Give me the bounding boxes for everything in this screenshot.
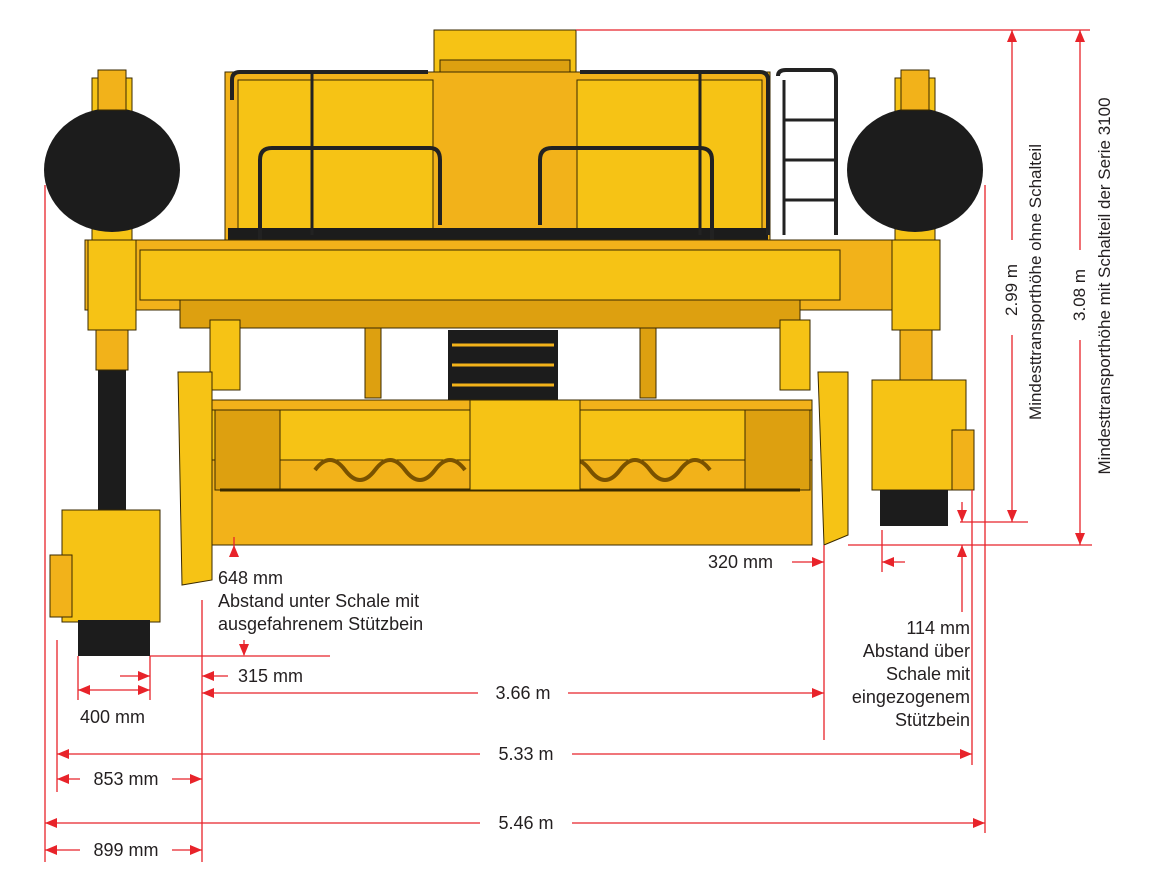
height-3-08-dimension xyxy=(848,30,1092,546)
label-height-2-99-caption: Mindesttransporthöhe ohne Schalteil xyxy=(1026,144,1045,420)
width-5-46-dimension xyxy=(45,818,985,828)
label-clearance-648: 648 mm xyxy=(218,568,283,588)
label-clearance-114: 114 mm xyxy=(906,618,970,638)
label-offset-853: 853 mm xyxy=(93,769,158,789)
paver-machine-illustration xyxy=(44,29,983,656)
label-clearance-114-line3: eingezogenem xyxy=(852,687,970,707)
label-clearance-114-line2: Schale mit xyxy=(886,664,970,684)
label-width-5-46: 5.46 m xyxy=(498,813,553,833)
label-offset-899: 899 mm xyxy=(93,840,158,860)
label-width-3-66: 3.66 m xyxy=(495,683,550,703)
label-height-3-08-caption: Mindesttransporthöhe mit Schalteil der S… xyxy=(1095,97,1114,474)
width-5-33-dimension xyxy=(57,749,972,759)
offset-899-dimension xyxy=(45,845,202,855)
label-height-3-08: 3.08 m xyxy=(1070,269,1089,321)
offset-320-dimension xyxy=(792,530,905,740)
clearance-648-dimension xyxy=(229,537,249,656)
offset-315-dimension xyxy=(150,655,330,681)
label-track-400: 400 mm xyxy=(80,707,145,727)
clearance-114-dimension xyxy=(957,502,967,612)
label-clearance-648-line2: ausgefahrenem Stützbein xyxy=(218,614,423,634)
label-width-5-33: 5.33 m xyxy=(498,744,553,764)
label-height-2-99: 2.99 m xyxy=(1002,264,1021,316)
label-clearance-648-line1: Abstand unter Schale mit xyxy=(218,591,419,611)
width-3-66-dimension xyxy=(202,688,824,698)
label-clearance-114-line1: Abstand über xyxy=(863,641,970,661)
label-clearance-114-line4: Stützbein xyxy=(895,710,970,730)
track-400-dimension xyxy=(77,656,151,700)
height-2-99-dimension xyxy=(960,30,1028,523)
dimension-lines xyxy=(44,29,1092,862)
label-offset-315: 315 mm xyxy=(238,666,303,686)
dimension-labels: 2.99 m Mindesttransporthöhe ohne Schalte… xyxy=(80,97,1114,860)
label-offset-320: 320 mm xyxy=(708,552,773,572)
offset-853-dimension xyxy=(57,774,202,784)
